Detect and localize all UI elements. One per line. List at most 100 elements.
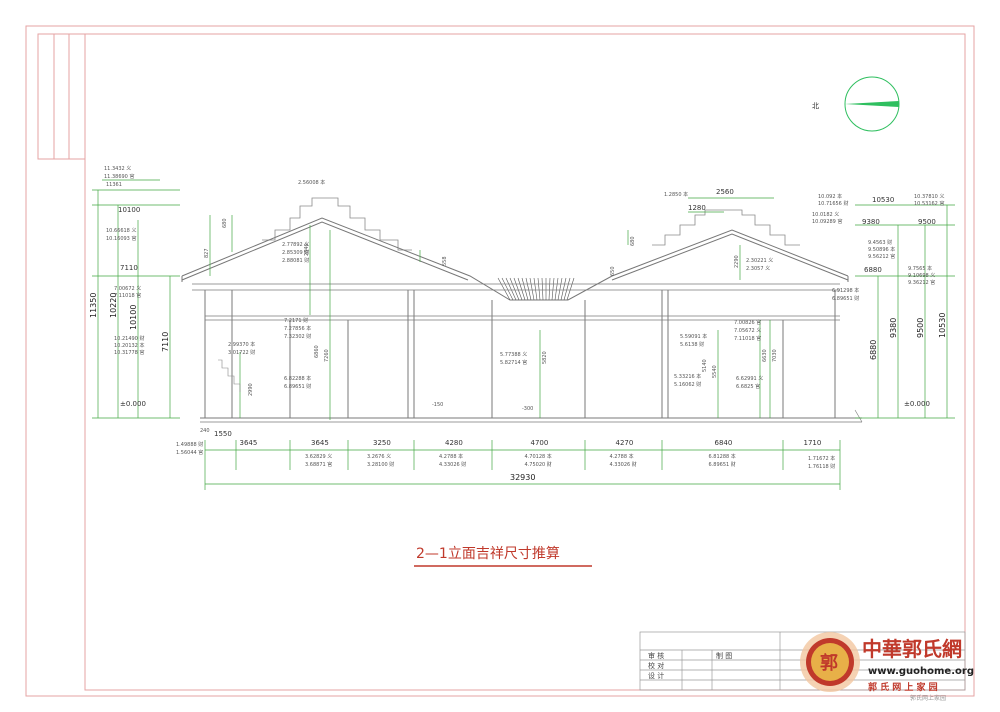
right-label-1: 10.092 本 (818, 193, 842, 200)
left-240: 240 (200, 428, 210, 434)
left-10100-dim: 10100 (129, 305, 138, 330)
left-zero-level: ±0.000 (120, 400, 146, 408)
watermark-sub: 郭 氏 网 上 家 园 (868, 681, 938, 693)
center-2: 5.82714 官 (500, 359, 527, 366)
right-inner-d1: 5.33216 本 (674, 373, 701, 380)
span-label: 1710 (804, 439, 822, 447)
north-label: 北 (812, 102, 819, 110)
right-bot-b: 1.76118 财 (808, 463, 835, 470)
left-ridge-level: 7110 (120, 264, 138, 272)
span-label: 4700 (531, 439, 549, 447)
far-level: 6880 (864, 266, 882, 274)
inner-v3: 2840 (304, 243, 310, 256)
inner-b1: 7.2171 财 (284, 317, 308, 324)
stair-hint (218, 359, 241, 392)
title-block-row3: 设 计 (648, 671, 664, 680)
inner-c2: 3.01722 财 (228, 349, 255, 356)
bottom-dimension-lines (204, 440, 841, 490)
far-b2: 9.10698 义 (908, 273, 935, 279)
inner-a1: 2.77892 义 (282, 242, 309, 248)
right-dimension-lines (539, 204, 955, 419)
span-note: 3.2676 义 (367, 454, 391, 460)
left-1550: 1550 (214, 430, 232, 438)
right-inner-r-dim: 2290 (734, 255, 740, 268)
far-c2: 10.09289 官 (812, 218, 842, 225)
right-zero-level: ±0.000 (904, 400, 930, 408)
ground-line (200, 409, 863, 423)
seal-character: 郭 (820, 652, 838, 674)
right-bot-a: 1.71672 本 (808, 455, 835, 462)
span-note: 4.33026 财 (610, 461, 637, 468)
outer-frame (25, 25, 975, 697)
top-dimension-lines (102, 179, 774, 213)
right-width-top: 2560 (716, 188, 734, 196)
left-10100-b: 10.16093 官 (106, 235, 136, 242)
span-note: 4.2788 本 (439, 453, 463, 460)
far-1: 6.91298 本 (832, 287, 859, 294)
far-a3: 9.56212 官 (868, 253, 895, 260)
right-inner-r2: 2.3057 义 (746, 266, 770, 272)
watermark-url: www.guohome.org (868, 666, 974, 677)
left-stepped-gable (262, 197, 412, 251)
right-level-1: 10530 (872, 196, 894, 204)
left-10100-a: 10.66618 义 (106, 228, 136, 234)
inner-a3: 2.88081 财 (282, 257, 309, 264)
left-dimension-lines (92, 189, 421, 420)
drawing-title: 2—1立面吉祥尺寸推算 (416, 546, 560, 562)
inner-frame (84, 33, 966, 691)
far-2: 6.89651 财 (832, 295, 859, 302)
title-block-row1: 审 核 (648, 651, 664, 660)
span-label: 3250 (373, 439, 391, 447)
far-a1: 9.4563 财 (868, 239, 892, 246)
beams (192, 283, 840, 321)
right-stepped-gable (652, 209, 800, 246)
watermark-logo: 郭 中華郭氏網 www.guohome.org 郭 氏 网 上 家 园 郭氏网上… (800, 632, 974, 702)
left-roof-note: 2.56008 本 (298, 179, 325, 186)
right-roof-note: 1.2850 本 (664, 191, 688, 198)
right-inner-c2: 5.6138 财 (680, 341, 704, 348)
watermark-tiny: 郭氏网上家园 (910, 694, 946, 702)
binding-strip (37, 33, 86, 160)
inner-v1: 827 (204, 248, 210, 258)
far-b1: 9.7565 本 (908, 265, 932, 272)
center-1: 5.77388 义 (500, 352, 527, 358)
span-note: 3.68871 官 (305, 461, 332, 468)
inner-b-dim1: 6860 (314, 345, 320, 358)
span-note: 4.75020 财 (525, 461, 552, 468)
left-body-c: 10.31778 官 (114, 349, 144, 356)
left-7110-dim: 7110 (161, 332, 170, 352)
columns (204, 290, 836, 418)
right-inner-top-dim: 680 (630, 236, 636, 246)
total-length: 32930 (510, 473, 535, 482)
far-dim2: 9380 (889, 318, 898, 338)
left-label-1: 11.3432 义 (104, 166, 131, 172)
span-note: 3.62829 义 (305, 454, 332, 460)
inner-marker-2: -300 (522, 406, 533, 412)
inner-b3: 7.32302 财 (284, 333, 311, 340)
right-inner-r1: 2.30221 义 (746, 258, 773, 264)
far-dim4: 10530 (938, 313, 947, 338)
right-inner-c-dim2: 5140 (702, 359, 708, 372)
inner-c1: 2.99370 本 (228, 341, 255, 348)
watermark-name: 中華郭氏網 (862, 637, 962, 661)
left-ridge-a: 7.00672 义 (114, 286, 141, 292)
title-block-label: 制 图 (716, 651, 732, 660)
span-note: 6.81288 本 (709, 453, 736, 460)
inner-v2: 680 (222, 218, 228, 228)
right-level-3: 9500 (918, 218, 936, 226)
right-inner-d2: 5.16062 财 (674, 381, 701, 388)
valley-hatch (497, 277, 575, 301)
far-c1: 10.0182 义 (812, 212, 839, 218)
left-bot-a: 1.49888 财 (176, 441, 203, 448)
left-level: 11361 (106, 182, 122, 188)
right-inner-roof-dim: 650 (610, 266, 616, 276)
span-note: 6.89651 财 (709, 461, 736, 468)
right-label-2: 10.71656 财 (818, 200, 848, 207)
inner-b2: 7.27856 本 (284, 325, 311, 332)
far-a2: 9.50896 本 (868, 246, 895, 253)
inner-a2: 2.85309 财 (282, 249, 309, 256)
left-body-a: 10.21490 财 (114, 335, 144, 342)
